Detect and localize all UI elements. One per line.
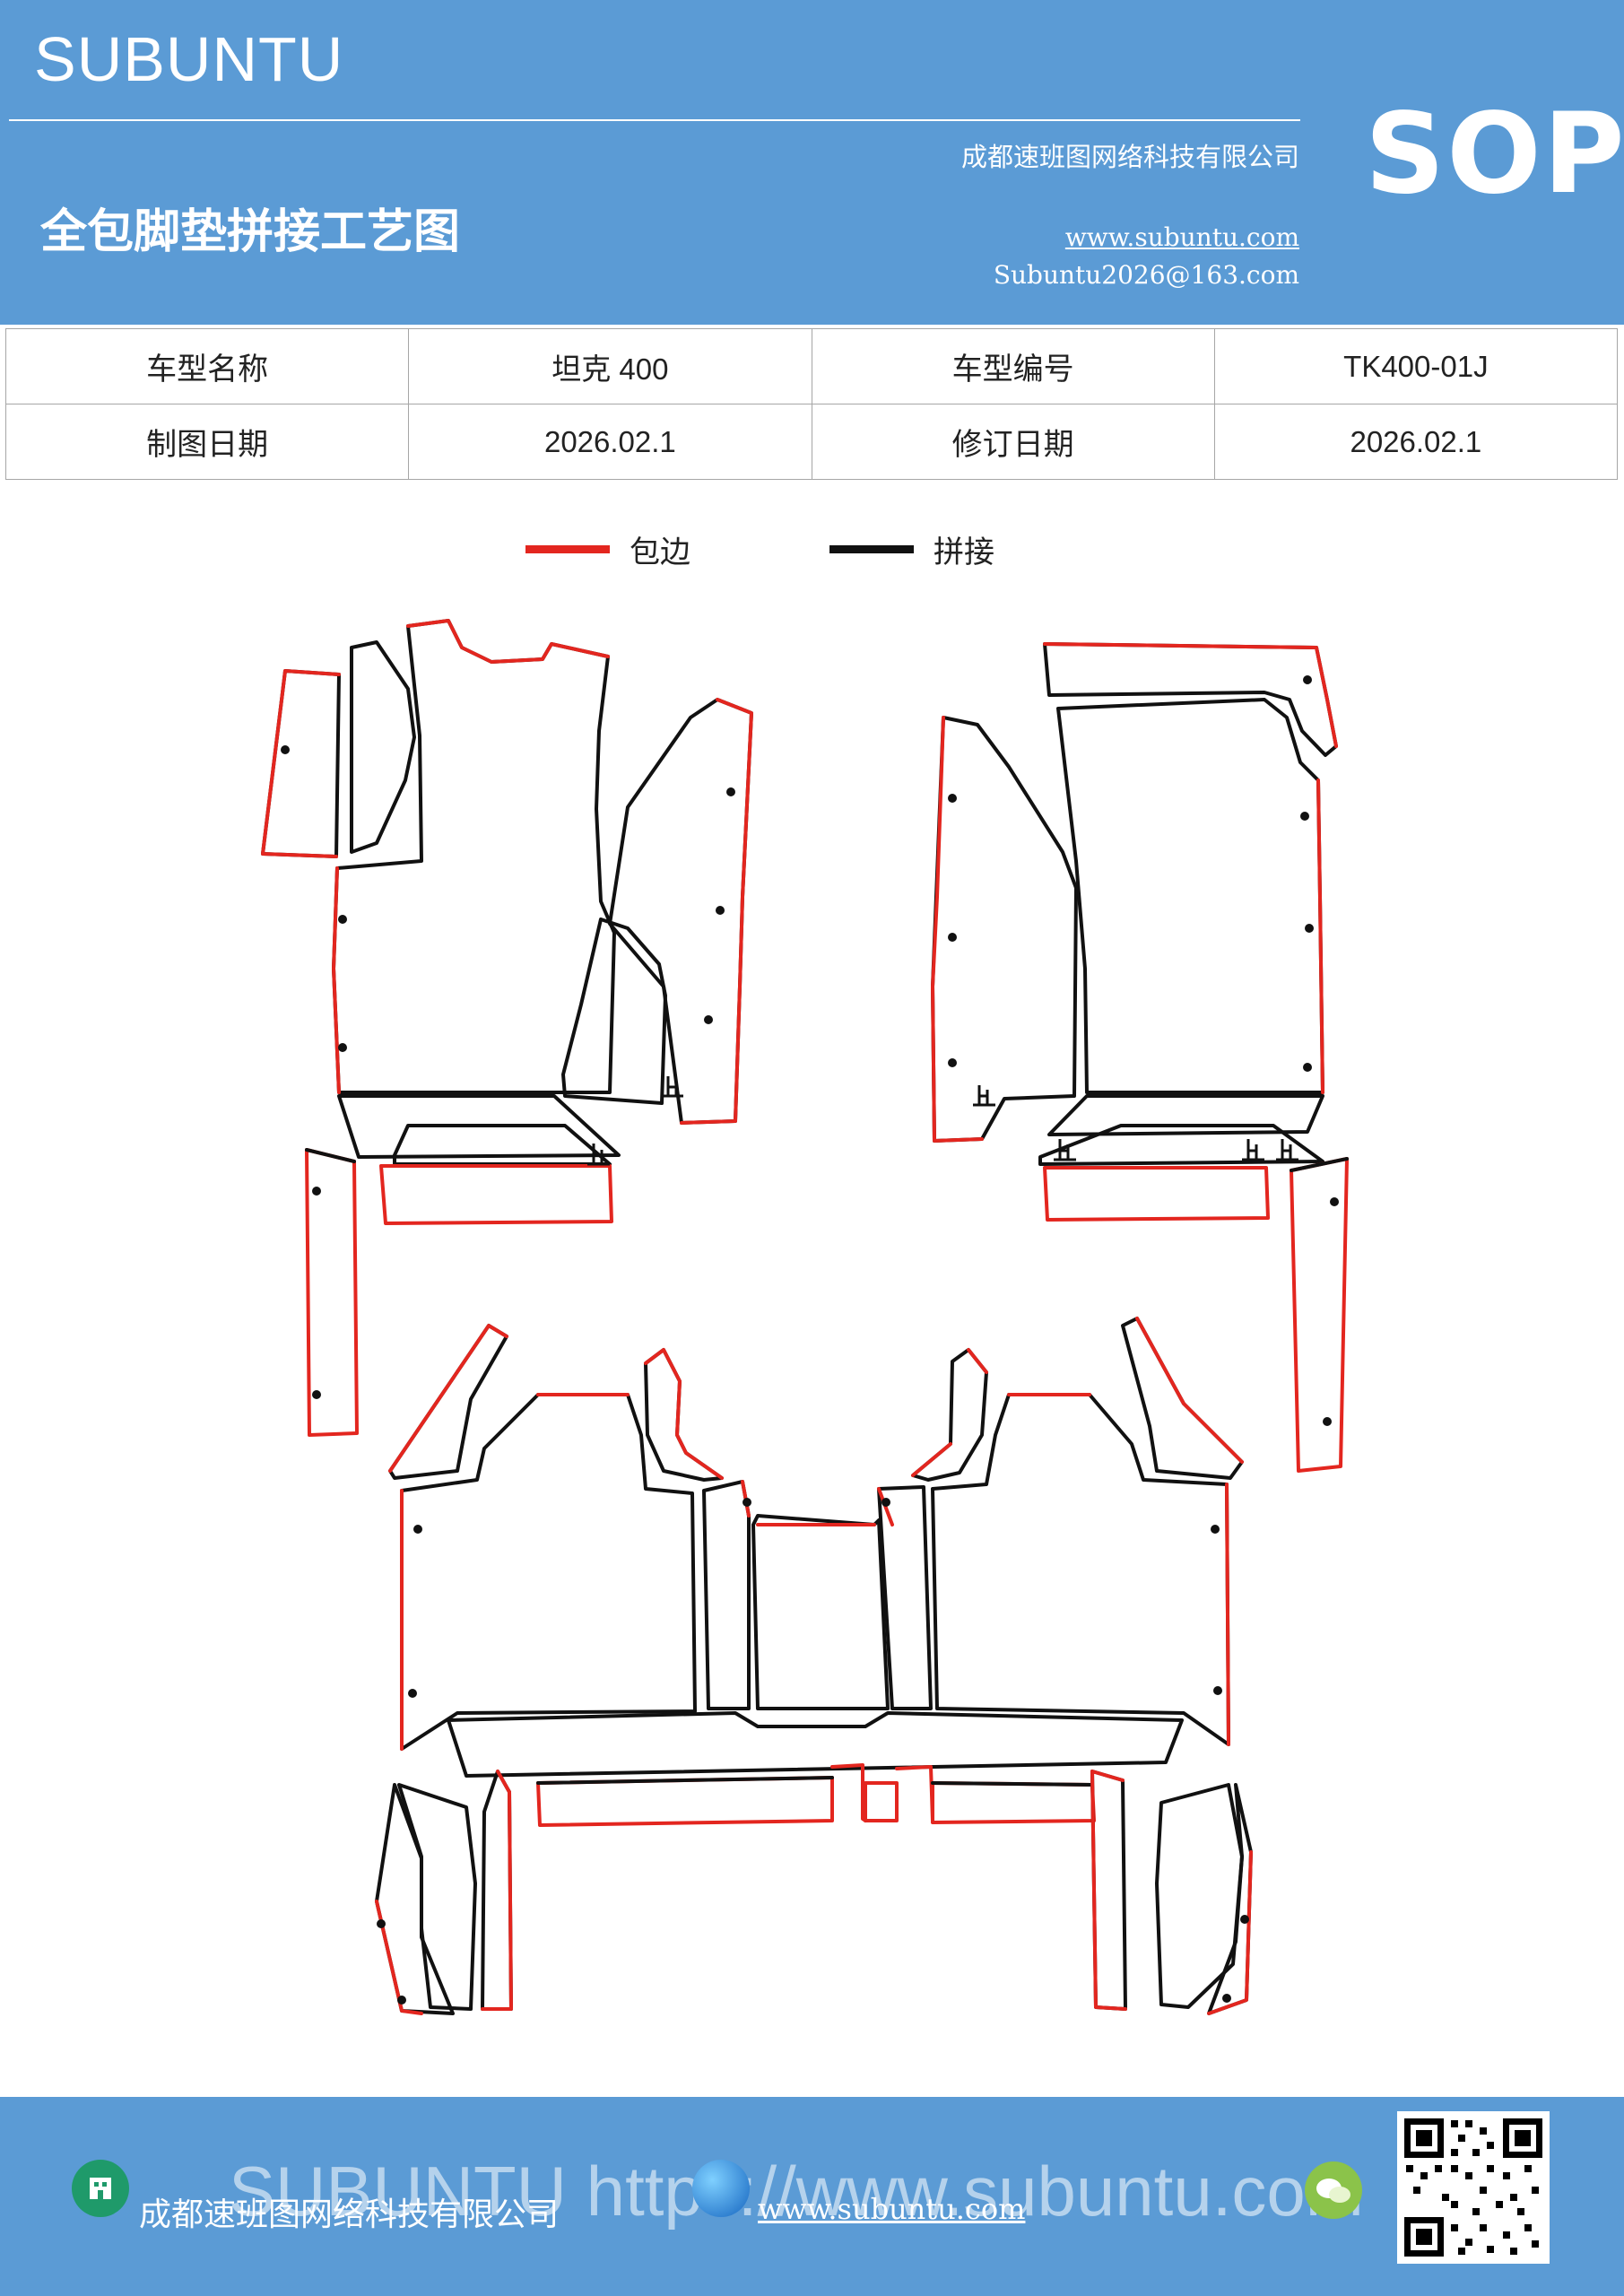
model-name-value: 坦克 400 — [408, 328, 812, 404]
globe-icon — [692, 2160, 750, 2217]
mat-piece-rear-step-tab-1 — [830, 1763, 867, 1822]
model-code-label: 车型编号 — [811, 328, 1215, 404]
splice-mark — [1276, 1139, 1298, 1161]
mat-piece-rear-step-tab-2 — [895, 1765, 934, 1822]
footer-banner: SUBUNTU https://www.subuntu.com 成都速班图网络科… — [0, 2097, 1624, 2296]
fastener-dot — [1240, 1915, 1249, 1924]
fastener-dot — [948, 933, 957, 942]
fastener-dot — [377, 1919, 386, 1928]
footer-watermark: SUBUNTU https://www.subuntu.com — [229, 2152, 1364, 2231]
mat-piece-rear-left-lower-outer — [375, 1783, 455, 2015]
header-divider — [9, 119, 1300, 121]
drawing-date-value: 2026.02.1 — [408, 404, 812, 480]
mat-piece-rear-step-left — [536, 1776, 834, 1827]
fastener-dot — [1330, 1197, 1339, 1206]
fastener-dot — [312, 1390, 321, 1399]
mat-piece-rear-left-lower-edge — [481, 1770, 513, 2011]
fastener-dot — [1303, 675, 1312, 684]
building-icon — [72, 2160, 129, 2217]
mat-piece-left-heel — [337, 1094, 621, 1159]
mat-piece-rear-left-inner-flap — [644, 1348, 724, 1482]
mat-piece-rear-step-right — [931, 1781, 1096, 1824]
splice-mark — [1242, 1139, 1264, 1161]
mat-piece-right-door-strip — [1290, 1157, 1349, 1473]
header-banner: SUBUNTU 成都速班图网络科技有限公司 全包脚垫拼接工艺图 www.subu… — [0, 0, 1624, 325]
mat-piece-rear-right-lower-inner — [1155, 1783, 1244, 2009]
fastener-dot — [408, 1689, 417, 1698]
revision-date-value: 2026.02.1 — [1213, 404, 1619, 480]
floor-mat-splice-diagram — [261, 619, 1349, 2015]
fastener-dot — [281, 745, 290, 754]
fastener-dot — [338, 915, 347, 924]
brand-name: SUBUNTU — [34, 24, 344, 94]
mat-piece-right-heel — [1047, 1094, 1324, 1136]
fastener-dot — [743, 1498, 751, 1507]
revision-date-label: 修订日期 — [811, 404, 1215, 480]
splice-mark — [973, 1085, 995, 1107]
mat-piece-right-lip — [1038, 1124, 1324, 1166]
footer-website-link[interactable]: www.subuntu.com — [758, 2192, 1026, 2226]
mat-piece-left-front-strip — [379, 1164, 613, 1225]
splice-mark — [662, 1076, 683, 1098]
fastener-dot — [881, 1498, 890, 1507]
fastener-dot — [1213, 1686, 1222, 1695]
mat-piece-rear-right-inner-flap — [911, 1348, 988, 1482]
fastener-dot — [1305, 924, 1314, 933]
mat-piece-left-arch — [561, 918, 667, 1105]
fastener-dot — [1300, 812, 1309, 821]
splice-mark — [587, 1144, 610, 1166]
mat-piece-rear-left-lower-inner — [397, 1783, 477, 2011]
fastener-dot — [1323, 1417, 1332, 1426]
legend-swatch-black — [829, 544, 914, 553]
mat-piece-rear-center-hump — [751, 1514, 890, 1710]
mat-piece-rear-center-left — [702, 1480, 751, 1710]
model-code-value: TK400-01J — [1213, 328, 1619, 404]
sop-badge: SOP — [1365, 90, 1624, 219]
mat-piece-left-main — [332, 619, 616, 1094]
table-row: 制图日期 2026.02.1 修订日期 2026.02.1 — [4, 404, 1619, 480]
fastener-dot — [1303, 1063, 1312, 1072]
fastener-dot — [1222, 1994, 1231, 2003]
fastener-dot — [312, 1187, 321, 1196]
mat-piece-rear-left-main — [400, 1393, 697, 1751]
mat-piece-left-tunnel — [608, 698, 753, 1125]
table-row: 车型名称 坦克 400 车型编号 TK400-01J — [4, 328, 1619, 404]
mat-piece-left-kick-panel — [350, 640, 416, 854]
mat-piece-rear-center-right — [877, 1485, 933, 1710]
fastener-dot — [726, 787, 735, 796]
fastener-dot — [716, 906, 725, 915]
fastener-dot — [704, 1015, 713, 1024]
legend-item-edge-binding: 包边 — [525, 522, 690, 576]
mat-piece-rear-left-flap — [388, 1324, 508, 1480]
website-link[interactable]: www.subuntu.com — [1064, 222, 1299, 252]
drawing-date-label: 制图日期 — [4, 404, 410, 480]
footer-company-name: 成都速班图网络科技有限公司 — [139, 2196, 560, 2233]
mat-piece-rear-cross-strip — [447, 1711, 1184, 1778]
fastener-dot — [1211, 1525, 1220, 1534]
legend-swatch-red — [525, 544, 610, 553]
legend-item-splice: 拼接 — [829, 522, 994, 576]
mat-piece-rear-right-lower-edge — [1090, 1770, 1127, 2011]
fastener-dot — [948, 794, 957, 803]
mat-piece-rear-right-main — [931, 1393, 1230, 1746]
fastener-dot — [948, 1058, 957, 1067]
legend-label: 包边 — [630, 534, 690, 570]
mat-piece-right-main — [1056, 698, 1324, 1094]
wechat-icon — [1305, 2161, 1362, 2219]
mat-piece-right-front-strip — [1043, 1166, 1270, 1222]
company-name: 成都速班图网络科技有限公司 — [960, 142, 1299, 172]
mat-piece-rear-step-center — [864, 1781, 899, 1822]
splice-mark — [1054, 1139, 1076, 1161]
fastener-dot — [338, 1043, 347, 1052]
mat-piece-right-tunnel — [931, 716, 1078, 1143]
model-name-label: 车型名称 — [4, 328, 410, 404]
qr-code-icon — [1397, 2111, 1550, 2264]
fastener-dot — [397, 1996, 406, 2005]
email-address: Subuntu2026@163.com — [993, 260, 1299, 290]
mat-piece-left-lip — [393, 1124, 612, 1166]
legend-label: 拼接 — [934, 534, 994, 570]
vehicle-info-table: 车型名称 坦克 400 车型编号 TK400-01J 制图日期 2026.02.… — [4, 328, 1619, 480]
document-title: 全包脚垫拼接工艺图 — [40, 204, 461, 259]
fastener-dot — [413, 1525, 422, 1534]
